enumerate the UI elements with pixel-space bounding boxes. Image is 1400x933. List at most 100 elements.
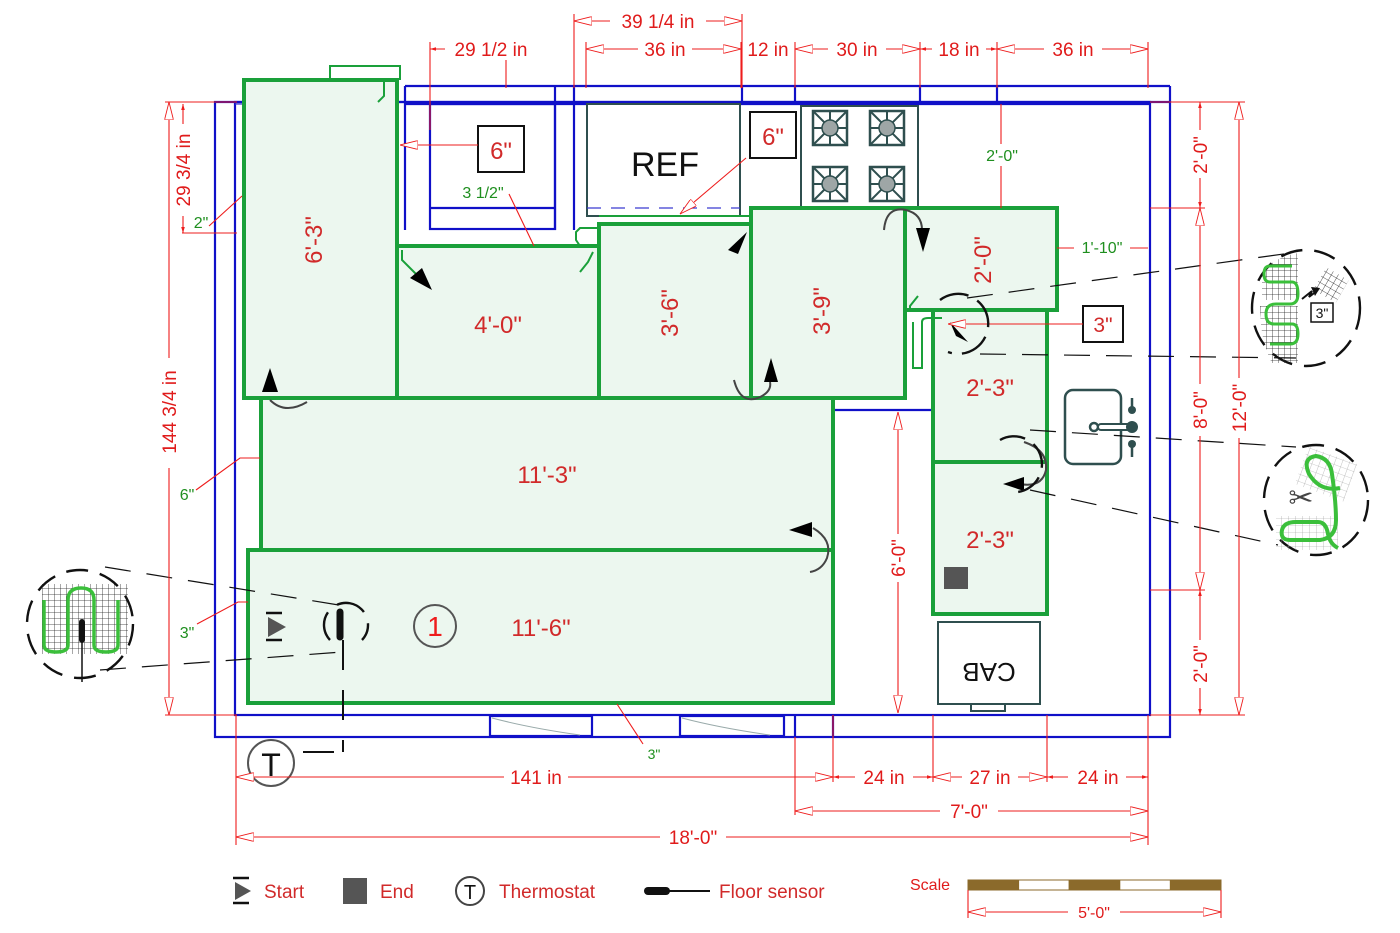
mat-b-fold: [579, 251, 594, 273]
turn-arc: [883, 208, 923, 231]
mat-c-label: 3'-6": [657, 289, 684, 337]
gap-leader: [196, 601, 248, 625]
dim-label-bg: [1229, 378, 1249, 438]
refrigerator-body: [586, 103, 741, 217]
mat-b-fold: [575, 227, 599, 247]
mat-a-fold: [377, 80, 385, 103]
mat-f-fold: [912, 317, 942, 369]
callout-circle: [1250, 248, 1362, 368]
size-tag-box: [1082, 305, 1124, 343]
dim-7-ft: 7'-0": [950, 802, 988, 823]
dim-label-bg: [1068, 903, 1120, 921]
size-tag-1: 6": [400, 125, 525, 173]
thermostat-symbol: T: [261, 747, 281, 783]
mat-d[interactable]: [749, 206, 907, 400]
gap-leader: [208, 195, 243, 227]
bottom-dimensions: 141 in 24 in 27 in 24 in 7'-0" 18'-0": [235, 715, 1149, 849]
start-icon: [235, 882, 251, 900]
door-gap-3-in: 3": [648, 746, 661, 762]
mat-e-fold: [909, 295, 919, 310]
legend: Start End T Thermostat Floor sensor: [233, 876, 825, 906]
legend-end: End: [343, 878, 414, 904]
cut-size-tag: [1310, 302, 1334, 323]
end-marker-icon: [944, 567, 968, 589]
mat-mesh-detail: [1260, 306, 1298, 363]
interior-dimensions: 3 1/2" 2'-0" 1'-10" 6'-0" 3": [462, 104, 1148, 762]
size-tag-3: 3": [948, 305, 1124, 343]
start-icon: [268, 617, 286, 637]
legend-floor-sensor: Floor sensor: [644, 882, 825, 903]
burner-icon: [868, 109, 906, 147]
mat-a-fold: [329, 65, 401, 80]
dim-label-bg: [638, 38, 692, 60]
mat-b[interactable]: [395, 244, 601, 400]
mat-g-label: 2'-3": [966, 527, 1014, 554]
callout-circle-small: [939, 292, 990, 355]
dim-2-ft-clearance: 2'-0": [986, 148, 1018, 165]
move-arrow-icon: [1301, 289, 1319, 300]
mat-mesh-detail: [42, 584, 128, 654]
dim-label-bg: [1068, 765, 1126, 787]
gap-leader: [616, 703, 644, 745]
mat-b-label: 4'-0": [474, 312, 522, 339]
flow-arrow-icon: [410, 268, 432, 290]
detail-callout-cut: 3": [966, 248, 1362, 368]
mat-e[interactable]: [903, 206, 1059, 312]
cabinet-label: CAB: [962, 657, 1015, 687]
start-marker: [266, 611, 286, 642]
dim-144-3-4-in: 144 3/4 in: [160, 370, 181, 453]
dim-29-1-2-in: 29 1/2 in: [455, 40, 528, 61]
dim-24-in-b: 24 in: [1077, 768, 1118, 789]
sink-drain-icon: [1088, 421, 1100, 433]
dim-12-ft: 12'-0": [1230, 384, 1251, 432]
size-tag-text: 3": [1093, 314, 1112, 337]
callout-circle: [25, 568, 135, 680]
dim-24-in: 24 in: [863, 768, 904, 789]
refrigerator: REF: [586, 103, 741, 217]
scale-length: 5'-0": [1078, 905, 1110, 922]
zone-number: 1: [427, 611, 443, 642]
flow-arrow-icon: [1003, 477, 1024, 491]
flow-arrow-icon: [262, 368, 278, 392]
mat-d-label: 3'-9": [809, 287, 836, 335]
cabinet: CAB: [937, 621, 1041, 712]
mat-i-label: 11'-6": [511, 615, 570, 642]
move-arrow-head: [1311, 287, 1320, 296]
burner-icon: [811, 165, 849, 203]
dim-141-in: 141 in: [510, 768, 562, 789]
callout-circle-small: [999, 435, 1044, 494]
gap-2-in: 2": [194, 215, 209, 232]
dim-30-in: 30 in: [836, 40, 877, 61]
dim-label-bg: [1074, 237, 1130, 257]
heating-cable-detail: [42, 586, 120, 654]
heating-cable-detail: [1279, 453, 1341, 550]
mat-f-label: 2'-3": [966, 375, 1014, 402]
mat-f[interactable]: [931, 308, 1049, 464]
size-tag-box: [749, 111, 797, 159]
scale-label: Scale: [910, 877, 950, 894]
scale-segment: [1169, 879, 1222, 891]
callout-leader: [966, 251, 1299, 299]
flow-arrow-icon: [789, 522, 812, 537]
dim-36-in: 36 in: [644, 40, 685, 61]
callout-circle: [1262, 443, 1370, 557]
dim-1-10: 1'-10": [1082, 240, 1123, 257]
mat-i[interactable]: [246, 548, 835, 705]
zone-marker: [413, 604, 457, 648]
mat-e-label: 2'-0": [970, 236, 997, 284]
mat-h[interactable]: [259, 396, 835, 552]
scale-segment: [967, 879, 1020, 891]
top-dimensions: 39 1/4 in 29 1/2 in 36 in 12 in 30 in 18…: [429, 10, 1149, 130]
dim-label-bg: [504, 765, 568, 787]
cabinet-handle: [970, 703, 1006, 712]
dim-label-bg: [1190, 384, 1210, 436]
tag-leader: [680, 157, 747, 215]
dim-label-bg: [978, 144, 1026, 166]
dim-label-bg: [1190, 640, 1210, 688]
cut-size-tag-text: 3": [1316, 305, 1329, 321]
scale-bar: Scale 5'-0": [910, 877, 1222, 922]
dim-6-ft: 6'-0": [889, 539, 910, 577]
left-dimensions: 144 3/4 in 29 3/4 in 2" 6" 3": [158, 101, 260, 716]
callout-leader: [1029, 489, 1279, 546]
